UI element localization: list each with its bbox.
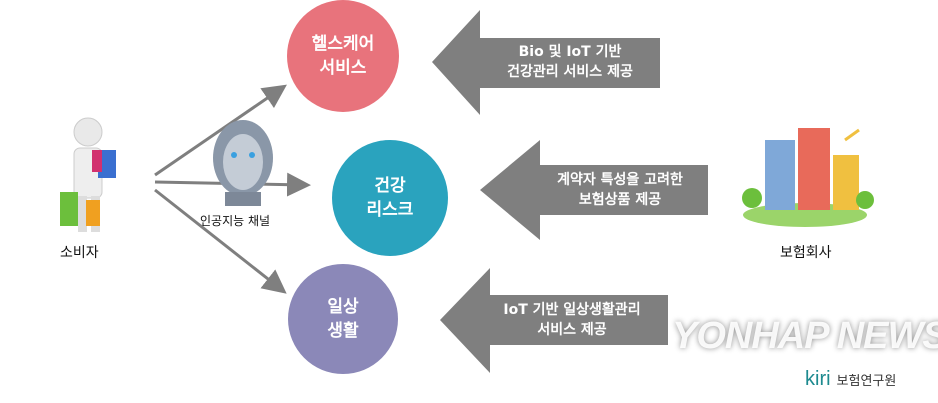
- insurer-label: 보험회사: [780, 245, 832, 261]
- node-daily-life: 일상 생활: [288, 264, 398, 374]
- line-to-healthcare: [154, 84, 287, 177]
- arrow-middle: [480, 140, 708, 240]
- robot-icon: [213, 120, 273, 206]
- arrow-bottom-text: IoT 기반 일상생활관리 서비스 제공: [482, 300, 662, 340]
- watermark: YONHAP NEWS: [672, 315, 938, 357]
- line-to-daily: [154, 188, 287, 294]
- arrow-top-text: Bio 및 IoT 기반 건강관리 서비스 제공: [480, 42, 660, 82]
- ai-channel-label: 인공지능 채널: [200, 214, 271, 228]
- arrow-top-line2: 건강관리 서비스 제공: [507, 64, 633, 80]
- arrow-middle-line2: 보험상품 제공: [578, 192, 662, 208]
- node-healthcare: 헬스케어 서비스: [287, 0, 399, 112]
- kiri-logo: kiri: [805, 368, 831, 390]
- insurer-building-icon: [742, 128, 874, 227]
- node-risk-line1: 건강: [374, 176, 406, 196]
- arrow-top: [432, 10, 660, 115]
- arrow-middle-text: 계약자 특성을 고려한 보험상품 제공: [530, 170, 710, 210]
- node-health-risk: 건강 리스크: [332, 140, 448, 256]
- arrow-middle-line1: 계약자 특성을 고려한: [557, 172, 683, 188]
- source-name: 보험연구원: [836, 374, 897, 389]
- consumer-icon: [60, 117, 116, 232]
- source-credit: kiri 보험연구원: [805, 368, 896, 391]
- arrow-bottom-line1: IoT 기반 일상생활관리: [503, 302, 641, 318]
- arrow-bottom-line2: 서비스 제공: [537, 322, 607, 338]
- node-healthcare-line1: 헬스케어: [311, 34, 375, 54]
- arrow-bottom: [440, 268, 668, 373]
- node-risk-line2: 리스크: [366, 200, 414, 220]
- node-healthcare-line2: 서비스: [319, 58, 367, 78]
- arrow-top-line1: Bio 및 IoT 기반: [518, 44, 622, 60]
- consumer-label: 소비자: [60, 245, 99, 261]
- node-daily-line2: 생활: [327, 321, 359, 341]
- node-daily-line1: 일상: [327, 297, 359, 317]
